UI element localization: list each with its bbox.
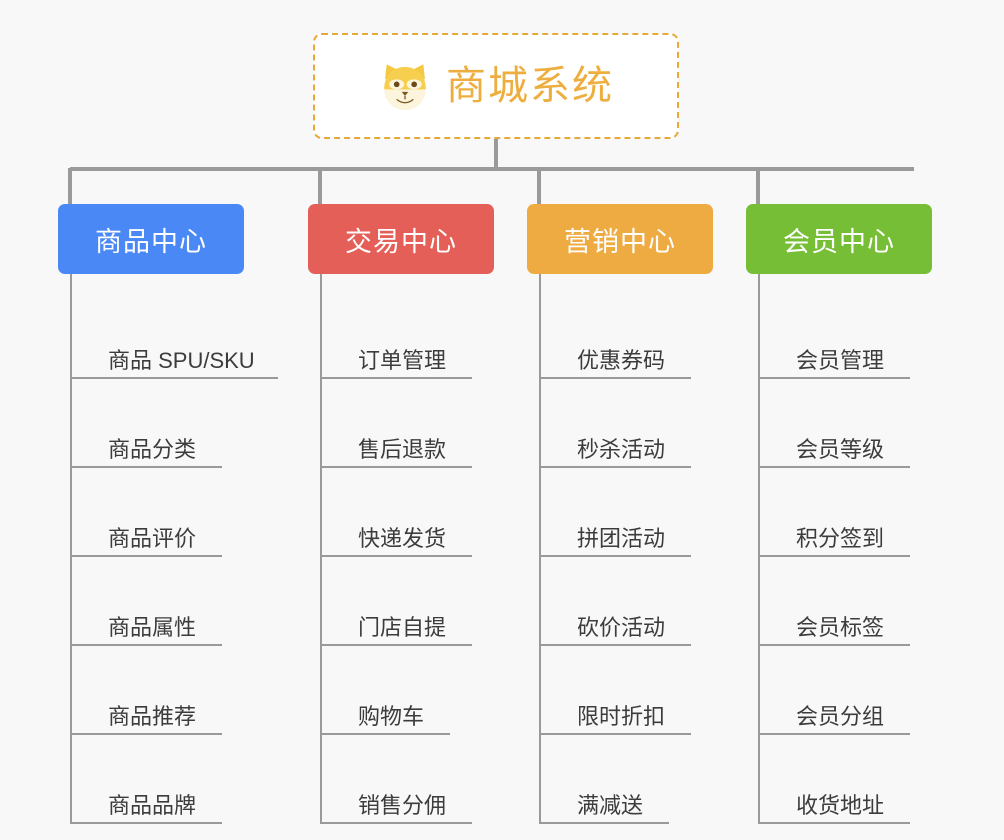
leaf-item[interactable]: 订单管理	[322, 290, 582, 379]
leaf-underline	[72, 822, 222, 824]
branch-header-label: 交易中心	[345, 226, 457, 257]
leaf-label: 会员标签	[796, 614, 885, 640]
leaf-label: 会员管理	[796, 347, 885, 373]
leaf-underline	[760, 466, 910, 468]
leaf-item[interactable]: 销售分佣	[322, 735, 582, 824]
leaf-item[interactable]: 购物车	[322, 646, 582, 735]
leaf-underline	[72, 555, 222, 557]
leaf-item[interactable]: 门店自提	[322, 557, 582, 646]
branch-children-member: 会员管理 会员等级 积分签到 会员标签 会员分组	[758, 274, 1004, 824]
leaf-item[interactable]: 优惠券码	[541, 290, 801, 379]
leaf-item[interactable]: 会员分组	[760, 646, 1004, 735]
leaf-underline	[322, 377, 472, 379]
leaf-item[interactable]: 商品属性	[72, 557, 332, 646]
leaf-label: 优惠券码	[577, 347, 666, 373]
leaf-underline	[541, 733, 691, 735]
branch-children-marketing: 优惠券码 秒杀活动 拼团活动 砍价活动 限时折扣	[539, 274, 801, 824]
leaf-item[interactable]: 快递发货	[322, 468, 582, 557]
branch-header-label: 商品中心	[95, 226, 207, 257]
leaf-underline	[760, 733, 910, 735]
leaf-label: 收货地址	[796, 792, 885, 818]
leaf-underline	[322, 555, 472, 557]
leaf-label: 商品分类	[108, 436, 197, 462]
leaf-label: 商品推荐	[108, 703, 197, 729]
branch-header-label: 营销中心	[564, 226, 676, 257]
leaf-underline	[541, 377, 691, 379]
leaf-underline	[760, 377, 910, 379]
leaf-label: 会员等级	[796, 436, 885, 462]
branch-column-trade: 交易中心 订单管理 售后退款 快递发货 门店自提	[308, 204, 494, 824]
root-title: 商城系统	[446, 64, 614, 108]
leaf-label: 秒杀活动	[577, 436, 666, 462]
leaf-underline	[72, 466, 222, 468]
leaf-underline	[760, 555, 910, 557]
leaf-label: 快递发货	[358, 525, 447, 551]
branch-header-marketing[interactable]: 营销中心	[527, 204, 713, 274]
branch-column-member: 会员中心 会员管理 会员等级 积分签到 会员标签	[746, 204, 932, 824]
leaf-underline	[72, 733, 222, 735]
leaf-label: 会员分组	[796, 703, 885, 729]
branch-children-product: 商品 SPU/SKU 商品分类 商品评价 商品属性 商品推荐	[70, 274, 332, 824]
leaf-label: 门店自提	[358, 614, 447, 640]
root-node[interactable]: 商城系统	[313, 33, 679, 139]
branch-column-product: 商品中心 商品 SPU/SKU 商品分类 商品评价 商品属性	[58, 204, 278, 824]
leaf-label: 砍价活动	[577, 614, 666, 640]
leaf-underline	[541, 555, 691, 557]
leaf-item[interactable]: 商品 SPU/SKU	[72, 290, 332, 379]
leaf-label: 商品 SPU/SKU	[108, 347, 255, 373]
leaf-underline	[760, 822, 910, 824]
leaf-underline	[541, 466, 691, 468]
leaf-item[interactable]: 会员管理	[760, 290, 1004, 379]
leaf-underline	[322, 644, 472, 646]
leaf-label: 拼团活动	[577, 525, 666, 551]
leaf-underline	[322, 822, 472, 824]
leaf-item[interactable]: 商品品牌	[72, 735, 332, 824]
shiba-dog-face-icon	[384, 64, 426, 111]
leaf-item[interactable]: 商品评价	[72, 468, 332, 557]
branch-header-trade[interactable]: 交易中心	[308, 204, 494, 274]
leaf-item[interactable]: 秒杀活动	[541, 379, 801, 468]
leaf-item[interactable]: 砍价活动	[541, 557, 801, 646]
leaf-underline	[541, 644, 691, 646]
leaf-label: 销售分佣	[358, 792, 447, 818]
leaf-label: 商品评价	[108, 525, 197, 551]
leaf-label: 商品属性	[108, 614, 197, 640]
leaf-underline	[72, 644, 222, 646]
leaf-underline	[541, 822, 669, 824]
leaf-underline	[72, 377, 278, 379]
leaf-label: 订单管理	[358, 347, 447, 373]
leaf-item[interactable]: 限时折扣	[541, 646, 801, 735]
leaf-label: 限时折扣	[577, 703, 666, 729]
leaf-label: 商品品牌	[108, 792, 197, 818]
leaf-label: 积分签到	[796, 525, 885, 551]
branch-header-label: 会员中心	[783, 226, 895, 257]
leaf-item[interactable]: 商品分类	[72, 379, 332, 468]
leaf-item[interactable]: 收货地址	[760, 735, 1004, 824]
branch-columns: 商品中心 商品 SPU/SKU 商品分类 商品评价 商品属性	[0, 204, 1004, 840]
branch-column-marketing: 营销中心 优惠券码 秒杀活动 拼团活动 砍价活动	[527, 204, 713, 824]
leaf-item[interactable]: 积分签到	[760, 468, 1004, 557]
leaf-item[interactable]: 商品推荐	[72, 646, 332, 735]
leaf-underline	[322, 733, 450, 735]
branch-children-trade: 订单管理 售后退款 快递发货 门店自提 购物车	[320, 274, 582, 824]
branch-header-member[interactable]: 会员中心	[746, 204, 932, 274]
leaf-label: 售后退款	[358, 436, 447, 462]
leaf-label: 购物车	[358, 703, 425, 729]
leaf-underline	[322, 466, 472, 468]
leaf-item[interactable]: 会员标签	[760, 557, 1004, 646]
branch-header-product[interactable]: 商品中心	[58, 204, 244, 274]
leaf-underline	[760, 644, 910, 646]
leaf-item[interactable]: 满减送	[541, 735, 801, 824]
leaf-item[interactable]: 售后退款	[322, 379, 582, 468]
leaf-item[interactable]: 会员等级	[760, 379, 1004, 468]
leaf-label: 满减送	[577, 792, 644, 818]
leaf-item[interactable]: 拼团活动	[541, 468, 801, 557]
